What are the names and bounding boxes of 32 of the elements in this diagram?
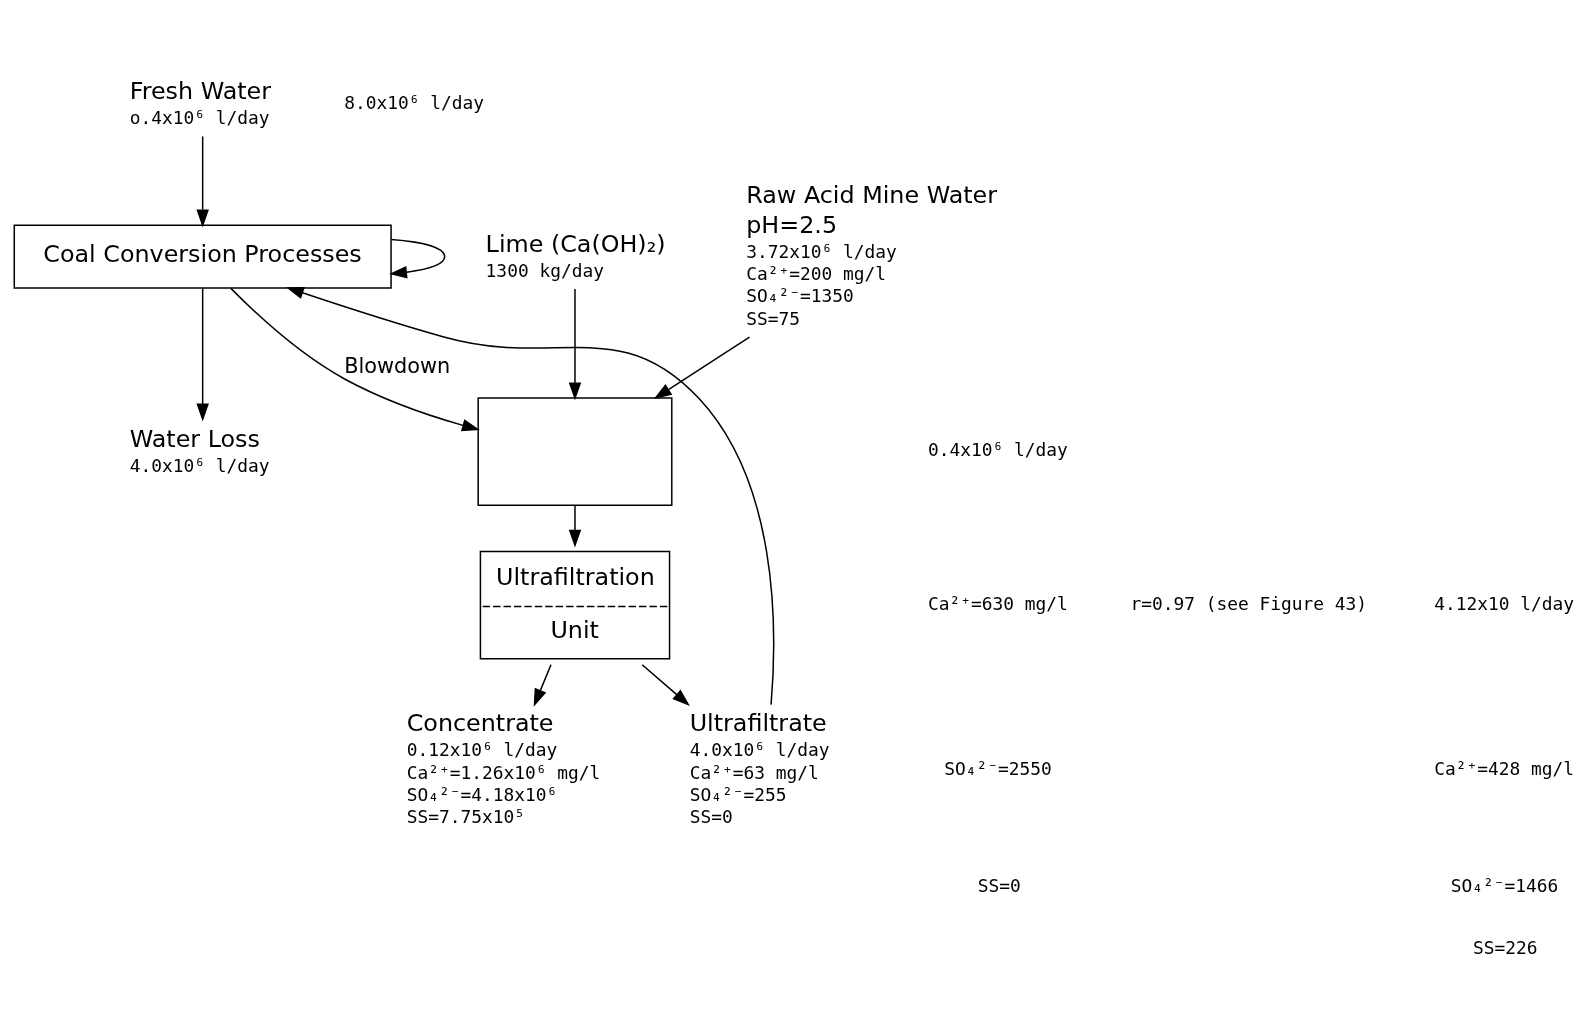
node-text: Lime (Ca(OH)₂) [485,229,666,258]
node-text: Water Loss [129,424,260,453]
label: 4.12x10 l/day [1434,592,1575,614]
node-text: Fresh Water [129,77,272,106]
node-label: 0.12x10⁶ l/day [406,739,558,761]
label: r=0.97 (see Figure 43) [1130,592,1368,614]
node-label: Ca²⁺=63 mg/l [689,761,819,783]
label: 0.4x10⁶ l/day [927,439,1068,461]
node-label: 4.0x10⁶ l/day [129,454,270,476]
node-label: SS=75 [746,307,801,329]
node-text: Ultrafiltrate [689,709,827,738]
edge-label: Blowdown [344,354,451,379]
label: 8.0x10⁶ l/day [344,91,484,113]
node-label: 3.72x10⁶ l/day [746,240,897,262]
node-label: 4.0x10⁶ l/day [689,739,830,761]
label: Ca²⁺=428 mg/l [1434,758,1575,780]
node-label: SO₄²⁻=4.18x10⁶ [406,784,558,806]
node-label: Ca²⁺=200 mg/l [746,262,887,284]
label: SS=0 [977,874,1021,896]
node-label: Ca²⁺=1.26x10⁶ mg/l [406,761,601,783]
node-label: SO₄²⁻=1350 [746,285,854,307]
label: SO₄²⁻=2550 [944,758,1052,780]
node-label: o.4x10⁶ l/day [129,107,270,129]
node-label: SS=7.75x10⁵ [406,806,525,828]
node-label: SS=0 [689,806,733,828]
label: SO₄²⁻=1466 [1450,874,1559,896]
node-text: Concentrate [406,709,554,738]
label: SS=226 [1473,937,1538,959]
node-label: SO₄²⁻=255 [689,784,787,806]
node-label: 1300 kg/day [485,259,604,281]
label: Ca²⁺=630 mg/l [927,592,1068,614]
node-text: Raw Acid Mine Water pH=2.5 [746,180,998,239]
